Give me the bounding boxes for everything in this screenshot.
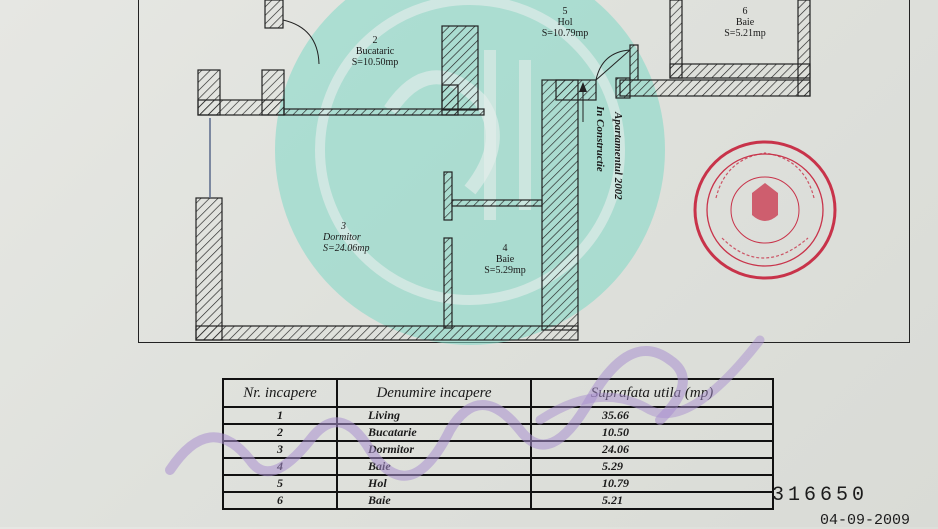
table-row: 1 Living 35.66 xyxy=(222,406,774,425)
document-date: 04-09-2009 xyxy=(820,512,911,529)
construction-annotation: In Constructie xyxy=(594,106,606,172)
header-nr: Nr. incapere xyxy=(222,378,338,408)
document-number: 316650 xyxy=(772,484,869,507)
table-row: 5 Hol 10.79 xyxy=(222,474,774,493)
table-row: 2 Bucatarie 10.50 xyxy=(222,423,774,442)
table-row: 6 Baie 5.21 xyxy=(222,491,774,510)
table-row: 4 Baie 5.29 xyxy=(222,457,774,476)
apartment-annotation: Apartamentul 2002 xyxy=(612,112,624,200)
plan-frame xyxy=(138,0,910,343)
table-row: 3 Dormitor 24.06 xyxy=(222,440,774,459)
rooms-table: Nr. incapere Denumire incapere Suprafata… xyxy=(222,378,774,510)
official-stamp xyxy=(693,140,837,280)
table-header-row: Nr. incapere Denumire incapere Suprafata… xyxy=(222,378,774,408)
header-area: Suprafata utila (mp) xyxy=(530,378,774,408)
floor-plan xyxy=(195,0,811,341)
header-name: Denumire incapere xyxy=(336,378,532,408)
